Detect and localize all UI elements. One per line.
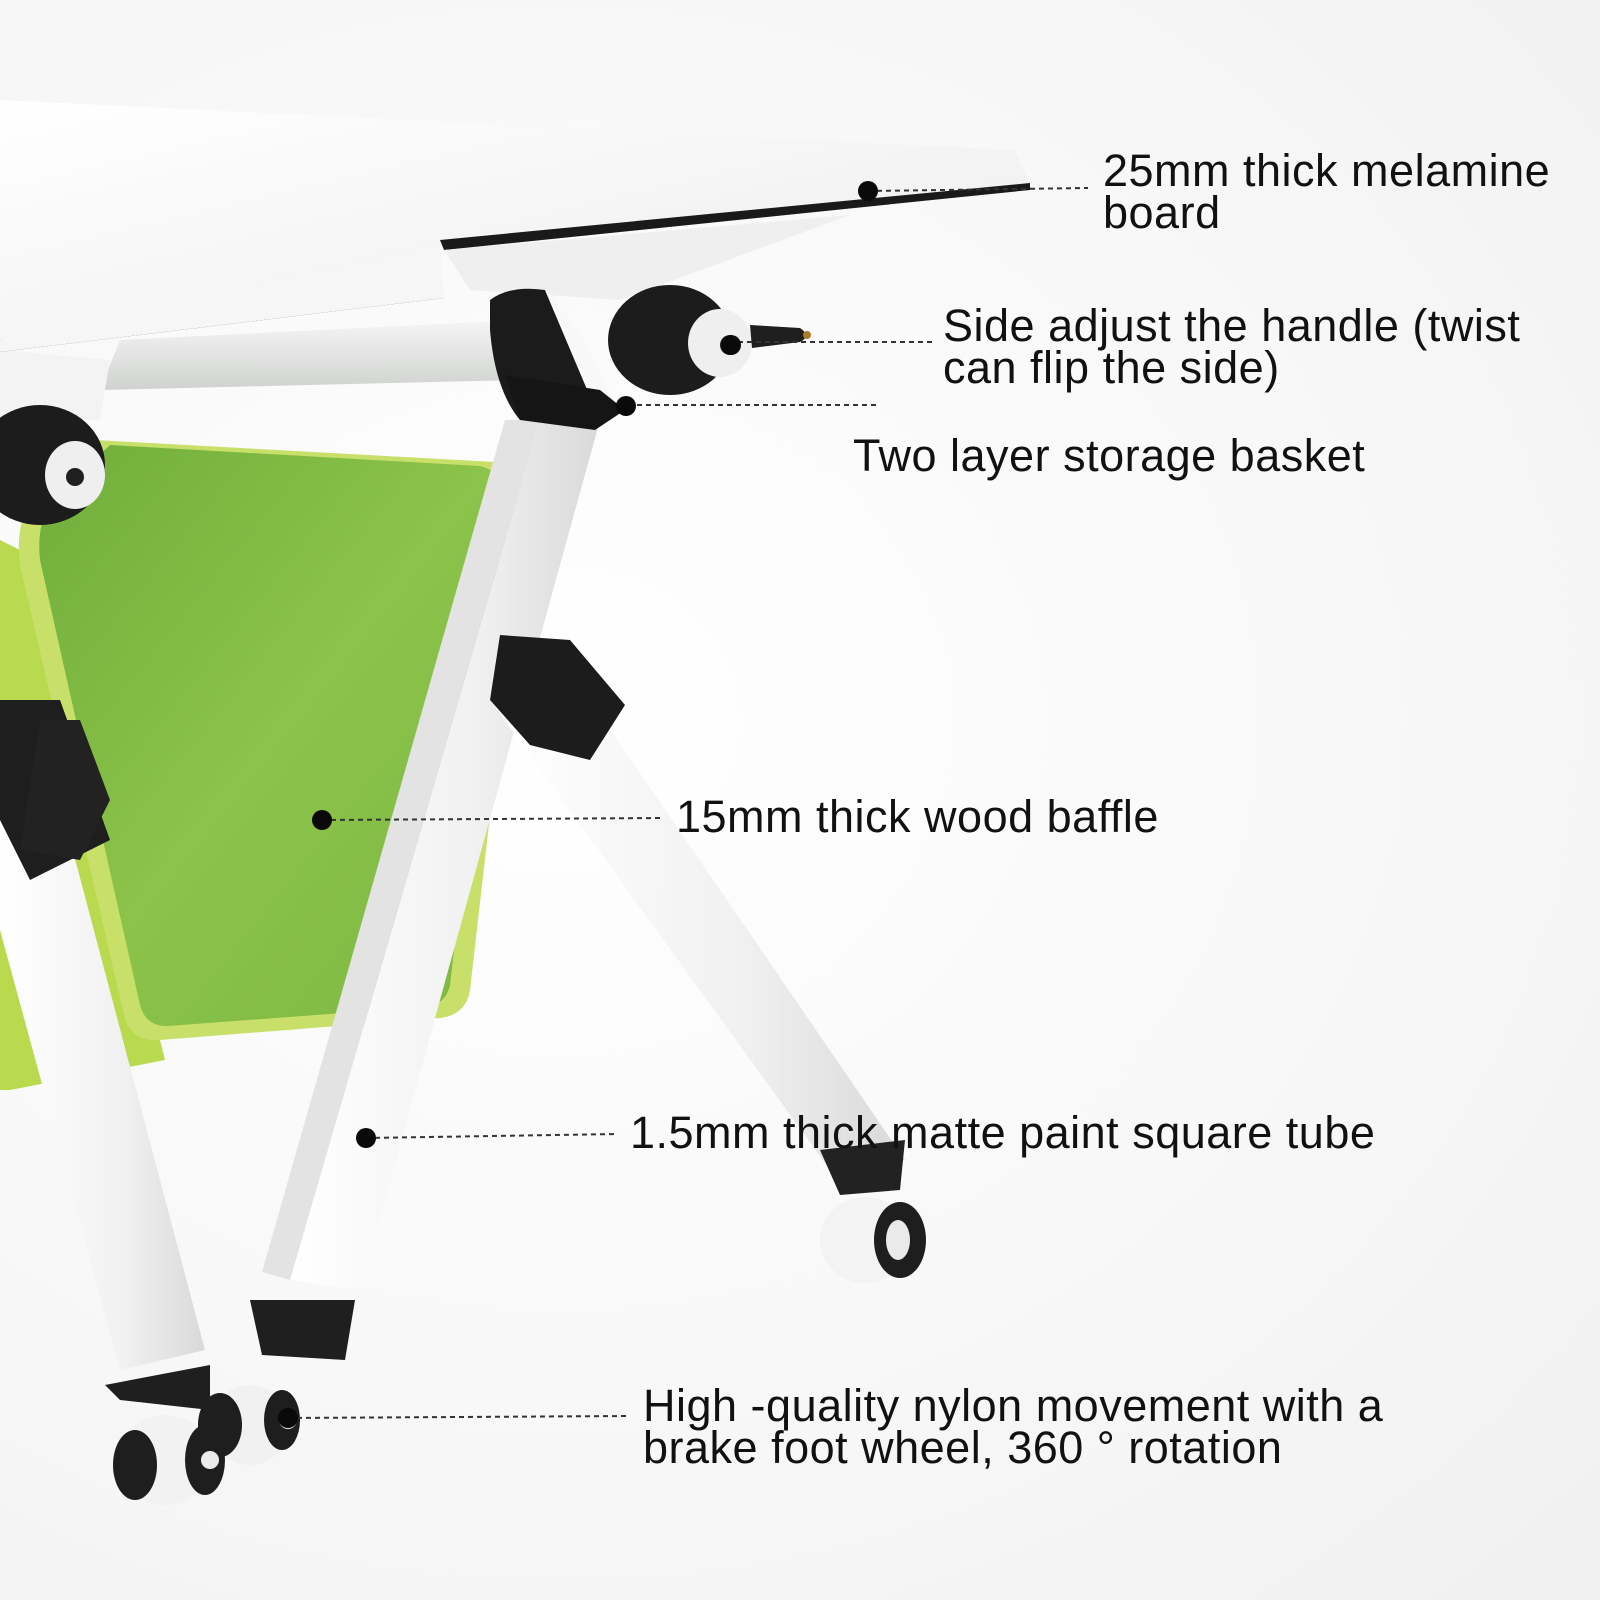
leader-melamine [867,187,1089,192]
dot-tube [356,1128,376,1148]
callout-text: 1.5mm thick matte paint square tube [630,1107,1376,1158]
leader-baffle [321,817,665,821]
callout-text: can flip the side) [943,342,1280,393]
dot-basket [616,396,636,416]
left-knob [0,405,105,525]
crossbar [0,320,520,420]
callout-side-handle: Side adjust the handle (twist can flip t… [943,300,1521,393]
callout-text: Two layer storage basket [853,430,1366,481]
left-joint-block [20,720,110,860]
front-right-leg [490,635,905,1170]
callout-text: 15mm thick wood baffle [676,791,1159,842]
hinge-mechanism [490,288,625,430]
dot-baffle [312,810,332,830]
callout-foot-wheel: High -quality nylon movement with a brak… [643,1380,1384,1473]
handle-knob [608,285,811,395]
callout-text: Side adjust the handle (twist [943,300,1521,351]
right-caster [820,1140,926,1283]
leader-wheel [287,1415,629,1419]
callout-square-tube: 1.5mm thick matte paint square tube [630,1107,1376,1158]
callout-melamine-board: 25mm thick melamine board [1103,145,1551,238]
left-rear-caster [105,1365,225,1505]
dot-wheel [278,1408,298,1428]
callout-text: 25mm thick melamine [1103,145,1551,196]
tabletop [0,100,1030,352]
callout-storage-basket: Two layer storage basket [853,430,1366,481]
leader-lines [287,187,1089,1419]
leader-tube [365,1133,619,1139]
callout-text: board [1103,187,1221,238]
dot-handle [721,335,741,355]
dot-melamine [858,181,878,201]
callout-wood-baffle: 15mm thick wood baffle [676,791,1159,842]
callout-text: High -quality nylon movement with a [643,1380,1384,1431]
left-front-caster [198,1300,355,1465]
leader-dots [278,181,878,1428]
callout-text: brake foot wheel, 360 ° rotation [643,1422,1283,1473]
